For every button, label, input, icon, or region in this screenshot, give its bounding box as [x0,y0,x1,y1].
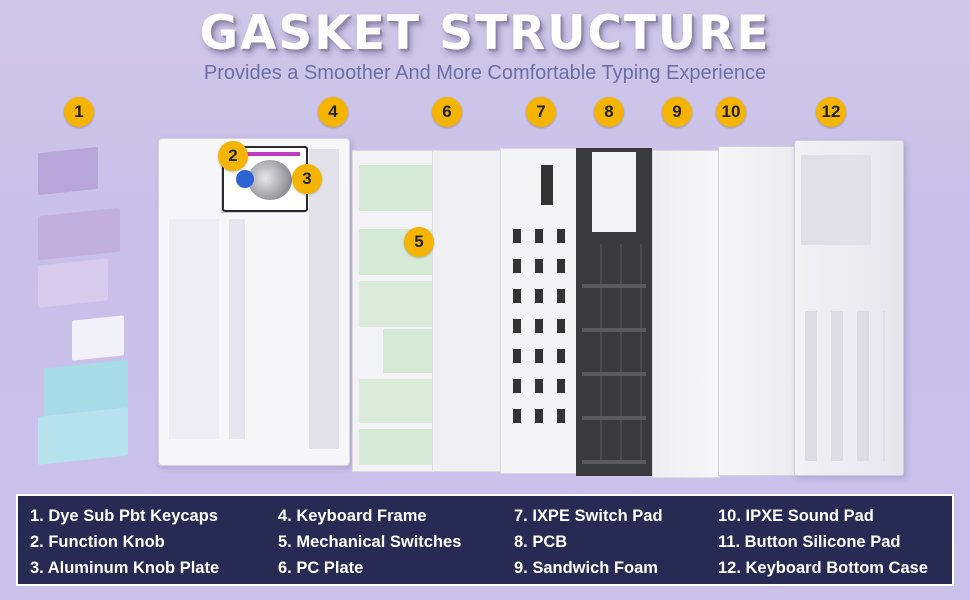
badge-6: 6 [432,97,462,127]
badge-2: 2 [218,141,248,171]
bottom-case-layer [794,140,904,476]
legend-item: 12. Keyboard Bottom Case [718,559,928,577]
sandwich-foam-layer [652,150,720,478]
legend-item: 10. IPXE Sound Pad [718,507,874,525]
parts-legend: 1. Dye Sub Pbt Keycaps 2. Function Knob … [16,494,954,586]
legend-item: 1. Dye Sub Pbt Keycaps [30,507,218,525]
badge-7: 7 [526,97,556,127]
keycaps-layer [38,146,128,465]
legend-item: 2. Function Knob [30,533,165,551]
page-subtitle: Provides a Smoother And More Comfortable… [203,62,767,84]
badge-5: 5 [404,227,434,257]
legend-item: 9. Sandwich Foam [514,559,658,577]
ipxe-sound-pad-layer [718,146,796,476]
legend-item: 11. Button Silicone Pad [718,533,901,551]
legend-item: 5. Mechanical Switches [278,533,462,551]
pc-plate-back [432,150,502,472]
legend-item: 8. PCB [514,533,568,551]
legend-item: 4. Keyboard Frame [278,507,427,525]
badge-4: 4 [318,97,348,127]
badge-10: 10 [716,97,746,127]
badge-12: 12 [816,97,846,127]
badge-9: 9 [662,97,692,127]
badge-3: 3 [292,164,322,194]
legend-item: 3. Aluminum Knob Plate [30,559,220,577]
legend-item: 7. IXPE Switch Pad [514,507,663,525]
page-title: GASKET STRUCTURE [199,6,771,61]
pcb-layer [576,148,652,476]
badge-8: 8 [594,97,624,127]
ixpe-switch-pad-layer [500,148,578,474]
legend-item: 6. PC Plate [278,559,364,577]
badge-1: 1 [64,97,94,127]
